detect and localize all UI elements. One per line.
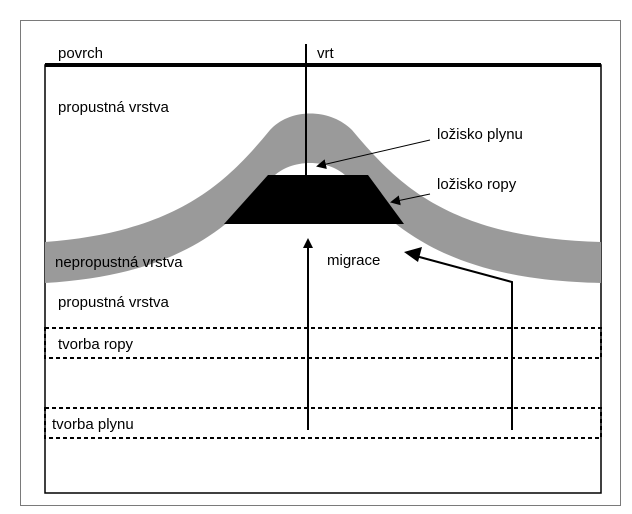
gas-reservoir-label: ložisko plynu <box>437 126 523 143</box>
surface-label: povrch <box>58 45 103 62</box>
permeable-layer-top-label: propustná vrstva <box>58 99 170 116</box>
oil-reservoir-label: ložisko ropy <box>437 176 517 193</box>
permeable-layer-bottom-label: propustná vrstva <box>58 294 170 311</box>
migration-arrow-diagonal <box>412 255 512 430</box>
migration-arrow-diagonal-head <box>404 247 422 262</box>
migration-label: migrace <box>327 252 380 269</box>
oil-formation-label: tvorba ropy <box>58 336 134 353</box>
impermeable-layer-label: nepropustná vrstva <box>55 254 183 271</box>
well-label: vrt <box>317 45 334 62</box>
gas-formation-label: tvorba plynu <box>52 416 134 433</box>
